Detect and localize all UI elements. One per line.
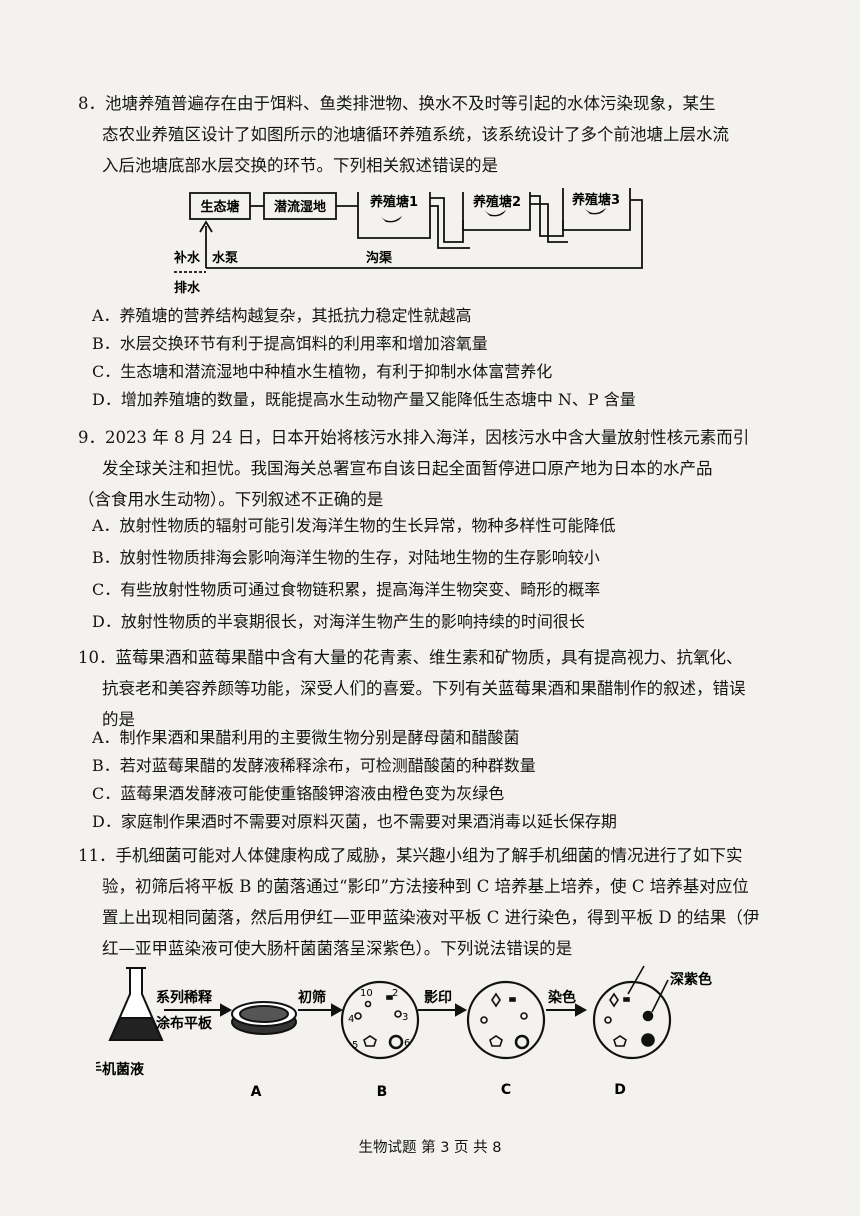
- option-b: B．放射性物质排海会影响海洋生物的生存，对陆地生物的生存影响较小: [92, 548, 600, 567]
- option-c: C．生态塘和潜流湿地中种植水生植物，有利于抑制水体富营养化: [92, 362, 553, 381]
- colony-number: 4: [348, 1014, 354, 1025]
- plate-b: [340, 980, 420, 1060]
- stain-label: 染色: [548, 989, 576, 1006]
- colony-number: 2: [392, 988, 398, 999]
- option-c: C．蓝莓果酒发酵液可能使重铬酸钾溶液由橙色变为灰绿色: [92, 784, 505, 803]
- question-8-line: 8．池塘养殖普遍存在由于饵料、鱼类排泄物、换水不及时等引起的水体污染现象，某生: [78, 94, 716, 113]
- fish-icon: [380, 216, 402, 223]
- refill-label: 补水: [173, 250, 201, 266]
- question-9-stem: 9．2023 年 8 月 24 日，日本开始将核污水排入海洋，因核污水中含大量放…: [78, 422, 758, 515]
- option-a: A．养殖塘的营养结构越复杂，其抵抗力稳定性就越高: [92, 306, 472, 325]
- option-d: D．增加养殖塘的数量，既能提高水生动物产量又能降低生态塘中 N、P 含量: [92, 390, 636, 409]
- question-8-line: 态农业养殖区设计了如图所示的池塘循环养殖系统，该系统设计了多个前池塘上层水流: [102, 125, 729, 144]
- pond-1-box: [357, 192, 431, 239]
- ditch-label: 沟渠: [366, 250, 393, 266]
- question-9-line: （含食用水生动物）。下列叙述不正确的是: [78, 490, 384, 509]
- dilute-label: 系列稀释: [156, 989, 213, 1006]
- question-10-stem: 10．蓝莓果酒和蓝莓果醋中含有大量的花青素、维生素和矿物质，具有提高视力、抗氧化…: [78, 642, 758, 735]
- spread-label: 涂布平板: [156, 1015, 213, 1032]
- colony-number: 3: [402, 1012, 408, 1023]
- screen-label: 初筛: [298, 989, 326, 1006]
- deep-purple-label: 深紫色: [670, 971, 712, 988]
- question-8-stem: 8．池塘养殖普遍存在由于饵料、鱼类排泄物、换水不及时等引起的水体污染现象，某生 …: [78, 88, 758, 181]
- wetland-label: 潜流湿地: [274, 199, 326, 215]
- option-b: B．水层交换环节有利于提高饵料的利用率和增加溶氧量: [92, 334, 488, 353]
- option-a: A．放射性物质的辐射可能引发海洋生物的生长异常，物种多样性可能降低: [92, 516, 616, 535]
- colony-number: 6: [404, 1038, 410, 1049]
- question-9-options: A．放射性物质的辐射可能引发海洋生物的生长异常，物种多样性可能降低 B．放射性物…: [92, 510, 762, 638]
- pond-1-label: 养殖塘1: [369, 194, 418, 210]
- label-a: A: [251, 1084, 262, 1100]
- option-d: D．放射性物质的半衰期很长，对海洋生物产生的影响持续的时间很长: [92, 612, 585, 631]
- option-a: A．制作果酒和果醋利用的主要微生物分别是酵母菌和醋酸菌: [92, 728, 520, 747]
- option-c: C．有些放射性物质可通过食物链积累，提高海洋生物突变、畸形的概率: [92, 580, 601, 599]
- pond-2-label: 养殖塘2: [472, 194, 521, 210]
- question-10-line: 10．蓝莓果酒和蓝莓果醋中含有大量的花青素、维生素和矿物质，具有提高视力、抗氧化…: [78, 648, 743, 667]
- question-10-line: 的是: [102, 710, 135, 729]
- replica-label: 影印: [424, 989, 452, 1006]
- page-footer: 生物试题 第 3 页 共 8: [358, 1140, 502, 1156]
- drain-label: 排水: [174, 280, 201, 296]
- pond-3-box: [562, 188, 631, 231]
- question-11-line: 验，初筛后将平板 B 的菌落通过“影印”方法接种到 C 培养基上培养，使 C 培…: [102, 877, 749, 896]
- fish-icon: [584, 208, 606, 215]
- question-11-line: 11．手机细菌可能对人体健康构成了威胁，某兴趣小组为了解手机细菌的情况进行了如下…: [78, 846, 743, 865]
- question-9-line: 发全球关注和担忧。我国海关总署宣布自该日起全面暂停进口原产地为日本的水产品: [102, 459, 713, 478]
- label-c: C: [501, 1082, 511, 1098]
- question-11-stem: 11．手机细菌可能对人体健康构成了威胁，某兴趣小组为了解手机细菌的情况进行了如下…: [78, 840, 760, 964]
- question-8-options: A．养殖塘的营养结构越复杂，其抵抗力稳定性就越高 B．水层交换环节有利于提高饵料…: [92, 302, 762, 414]
- plate-d: [592, 980, 672, 1060]
- question-10-line: 抗衰老和美容养颜等功能，深受人们的喜爱。下列有关蓝莓果酒和果醋制作的叙述，错误: [102, 679, 746, 698]
- culture-experiment-diagram: 10 2 3 4 5 6: [96, 965, 712, 1100]
- flask-icon: [108, 967, 164, 1041]
- fish-icon: [484, 210, 506, 217]
- source-label: 手机菌液: [96, 1061, 145, 1078]
- label-d: D: [614, 1082, 626, 1098]
- question-11-line: 置上出现相同菌落，然后用伊红—亚甲蓝染液对平板 C 进行染色，得到平板 D 的结…: [102, 908, 760, 927]
- option-b: B．若对蓝莓果醋的发酵液稀释涂布，可检测醋酸菌的种群数量: [92, 756, 536, 775]
- petri-dish-a: [231, 1001, 297, 1035]
- colony-number: 5: [352, 1040, 358, 1051]
- pond-circulation-diagram: 生态塘 潜流湿地 养殖塘1 养殖塘2 养殖塘3 补水 水泵 沟渠 排水: [173, 188, 643, 296]
- eco-pond-label: 生态塘: [200, 199, 239, 215]
- label-b: B: [377, 1084, 388, 1100]
- question-10-options: A．制作果酒和果醋利用的主要微生物分别是酵母菌和醋酸菌 B．若对蓝莓果醋的发酵液…: [92, 724, 762, 836]
- question-8-line: 入后池塘底部水层交换的环节。下列相关叙述错误的是: [102, 156, 498, 175]
- pond-3-label: 养殖塘3: [571, 192, 620, 208]
- question-11-line: 红—亚甲蓝染液可使大肠杆菌菌落呈深紫色）。下列说法错误的是: [102, 939, 573, 958]
- colony-number: 10: [360, 988, 373, 999]
- option-d: D．家庭制作果酒时不需要对原料灭菌，也不需要对果酒消毒以延长保存期: [92, 812, 617, 831]
- pump-label: 水泵: [212, 250, 238, 266]
- plate-c: [466, 980, 546, 1060]
- pond-2-box: [462, 192, 531, 231]
- question-9-line: 9．2023 年 8 月 24 日，日本开始将核污水排入海洋，因核污水中含大量放…: [78, 428, 750, 447]
